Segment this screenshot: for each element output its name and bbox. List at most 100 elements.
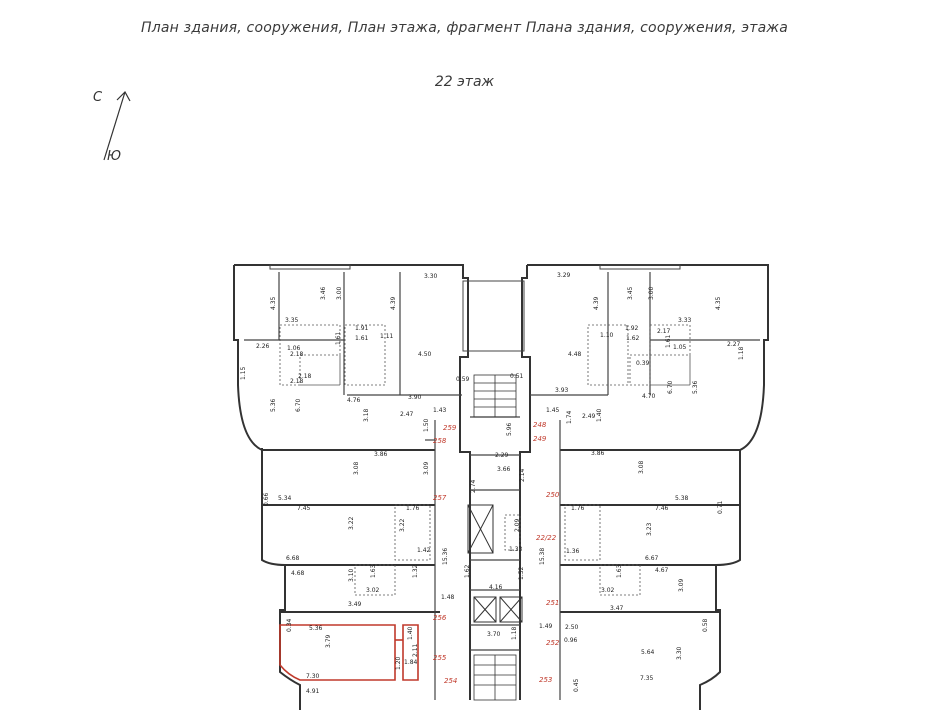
dimension-label: 3.00 bbox=[336, 286, 343, 300]
dimension-label: 3.33 bbox=[678, 317, 692, 324]
dimension-label: 3.23 bbox=[646, 522, 653, 536]
dimension-label: 1.76 bbox=[406, 505, 420, 512]
room-number-label: 22/22 bbox=[536, 534, 557, 542]
dimension-label: 4.35 bbox=[270, 296, 277, 310]
room-number-label: 249 bbox=[533, 435, 547, 443]
room-number-label: 253 bbox=[539, 676, 552, 684]
dimension-label: 1.84 bbox=[404, 659, 418, 666]
dimension-label: 0.66 bbox=[263, 492, 270, 506]
dimension-label: 1.40 bbox=[596, 408, 603, 422]
dimension-label: 1.11 bbox=[380, 333, 394, 340]
dimension-label: 7.46 bbox=[655, 505, 669, 512]
dimension-label: 2.49 bbox=[582, 413, 596, 420]
dimension-label: 2.74 bbox=[470, 479, 477, 493]
dimension-label: 3.09 bbox=[678, 578, 685, 592]
dimension-label: 1.18 bbox=[511, 626, 518, 640]
dimension-label: 5.36 bbox=[309, 625, 323, 632]
room-number-label: 258 bbox=[433, 437, 447, 445]
room-number-label: 252 bbox=[546, 639, 560, 647]
dimension-label: 3.18 bbox=[363, 408, 370, 422]
dimension-label: 4.39 bbox=[593, 296, 600, 310]
dimension-label: 3.66 bbox=[497, 466, 511, 473]
dimension-label: 1.43 bbox=[433, 407, 447, 414]
dimension-label: 5.36 bbox=[692, 380, 699, 394]
dimension-label: 3.45 bbox=[627, 286, 634, 300]
dimension-label: 3.02 bbox=[366, 587, 380, 594]
dimension-label: 4.70 bbox=[642, 393, 656, 400]
dimension-label: 3.08 bbox=[638, 460, 645, 474]
dimension-label: 2.18 bbox=[290, 378, 304, 385]
dimension-label: 3.22 bbox=[399, 518, 406, 532]
floor-label: 22 этаж bbox=[434, 74, 495, 90]
dimension-label: 1.91 bbox=[355, 325, 369, 332]
building-outline bbox=[233, 264, 769, 710]
dimension-label: 0.59 bbox=[456, 376, 470, 383]
dimension-label: 1.10 bbox=[600, 332, 614, 339]
dimension-label: 1.61 bbox=[355, 335, 369, 342]
dimension-label: 0.58 bbox=[702, 618, 709, 632]
dimension-label: 3.79 bbox=[325, 634, 332, 648]
dimension-label: 4.39 bbox=[390, 296, 397, 310]
balconies bbox=[269, 264, 681, 352]
dimension-label: 2.18 bbox=[298, 373, 312, 380]
dimension-label: 4.67 bbox=[655, 567, 669, 574]
dimension-label: 3.29 bbox=[557, 272, 571, 279]
dimension-label: 7.45 bbox=[297, 505, 311, 512]
compass-south-label: Ю bbox=[107, 149, 122, 164]
dimension-label: 1.74 bbox=[566, 410, 573, 424]
dimension-label: 2.09 bbox=[514, 518, 521, 532]
dimension-label: 4.91 bbox=[306, 688, 320, 695]
dimension-label: 7.35 bbox=[640, 675, 654, 682]
dimension-label: 2.29 bbox=[495, 452, 509, 459]
dimension-label: 6.68 bbox=[286, 555, 300, 562]
dimension-label: 3.46 bbox=[320, 286, 327, 300]
dimension-label: 1.42 bbox=[417, 547, 431, 554]
room-number-label: 259 bbox=[443, 424, 457, 432]
dashed-partitions bbox=[279, 324, 691, 596]
room-number-label: 251 bbox=[546, 599, 559, 607]
dimension-label: 4.50 bbox=[418, 351, 432, 358]
dimension-label: 3.02 bbox=[601, 587, 615, 594]
dimension-label: 0.45 bbox=[573, 678, 580, 692]
dimension-label: 1.15 bbox=[240, 366, 247, 380]
dimension-label: 2.47 bbox=[400, 411, 414, 418]
dimension-label: 2.11 bbox=[412, 643, 419, 657]
compass-arrow-icon bbox=[103, 91, 131, 161]
dimension-label: 4.16 bbox=[489, 584, 503, 591]
dimension-label: 1.63 bbox=[370, 564, 377, 578]
elevator-shaft-icon bbox=[467, 504, 523, 623]
dimension-label: 5.64 bbox=[641, 649, 655, 656]
dimension-label: 3.30 bbox=[424, 273, 438, 280]
interior-walls bbox=[244, 272, 760, 700]
dimension-label: 4.76 bbox=[347, 397, 361, 404]
dimension-label: 1.49 bbox=[539, 623, 553, 630]
dimension-label: 1.52 bbox=[518, 566, 525, 580]
dimension-label: 1.61 bbox=[665, 334, 672, 348]
dimension-label: 3.08 bbox=[353, 461, 360, 475]
dimension-label: 1.18 bbox=[738, 346, 745, 360]
room-number-label: 256 bbox=[433, 614, 447, 622]
dimension-label: 3.93 bbox=[555, 387, 569, 394]
dimension-label: 1.45 bbox=[546, 407, 560, 414]
dimension-label: 5.38 bbox=[675, 495, 689, 502]
room-number-label: 254 bbox=[444, 677, 457, 685]
dimension-label: 3.49 bbox=[348, 601, 362, 608]
dimension-label: 1.62 bbox=[464, 564, 471, 578]
dimension-label: 0.71 bbox=[717, 500, 724, 514]
staircase-icon bbox=[473, 374, 517, 701]
dimension-label: 1.48 bbox=[441, 594, 455, 601]
dimension-label: 3.70 bbox=[487, 631, 501, 638]
dimension-label: 6.67 bbox=[645, 555, 659, 562]
dimension-label: 0.96 bbox=[564, 637, 578, 644]
room-number-label: 255 bbox=[433, 654, 447, 662]
compass-north-label: С bbox=[93, 90, 103, 105]
dimension-label: 3.86 bbox=[591, 450, 605, 457]
dimension-label: 3.09 bbox=[423, 461, 430, 475]
dimension-label: 0.34 bbox=[286, 618, 293, 632]
dimension-label: 1.62 bbox=[626, 335, 640, 342]
dimension-label: 1.40 bbox=[407, 626, 414, 640]
room-number-label: 248 bbox=[533, 421, 547, 429]
dimension-label: 5.96 bbox=[506, 422, 513, 436]
